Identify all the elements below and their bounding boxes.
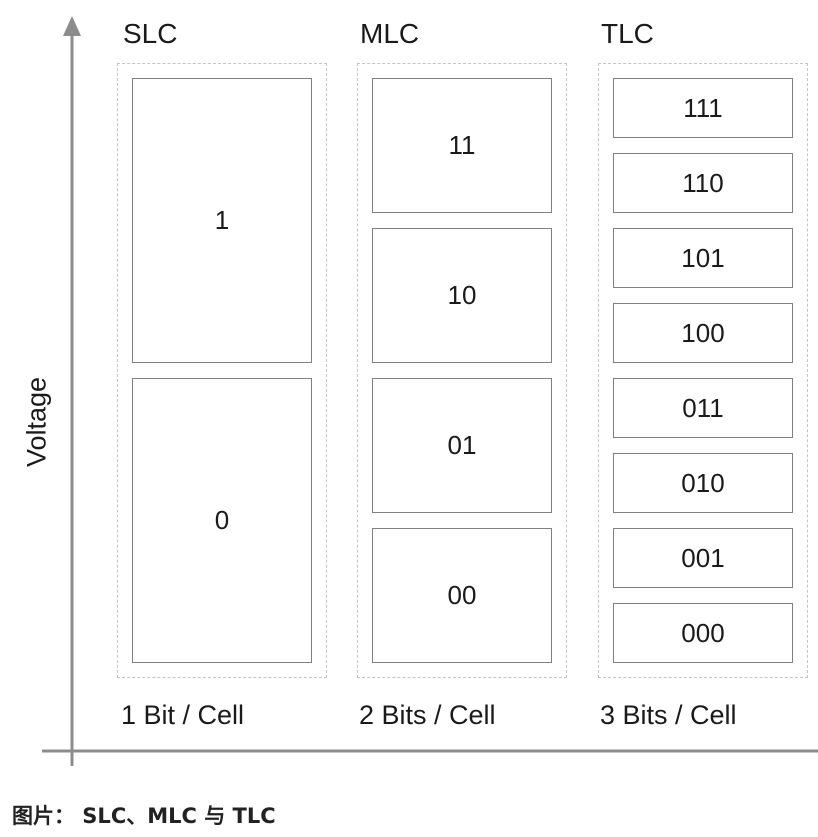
voltage-level: 111: [613, 78, 793, 138]
column-footer: 2 Bits / Cell: [359, 700, 496, 730]
cell-group: [598, 63, 808, 678]
voltage-level: 11: [372, 78, 552, 213]
column-footer: 1 Bit / Cell: [121, 700, 245, 730]
cell-group: [117, 63, 327, 678]
voltage-level: 001: [613, 528, 793, 588]
voltage-level: 010: [613, 453, 793, 513]
voltage-level: 10: [372, 228, 552, 363]
voltage-level: 011: [613, 378, 793, 438]
column-title: MLC: [360, 18, 420, 49]
y-axis-arrow-icon: [63, 16, 81, 36]
column-footer: 3 Bits / Cell: [600, 700, 737, 730]
y-axis-label: Voltage: [21, 376, 52, 468]
voltage-level: 101: [613, 228, 793, 288]
column-title: SLC: [123, 18, 178, 49]
voltage-level: 01: [372, 378, 552, 513]
voltage-level: 000: [613, 603, 793, 663]
cell-group: [357, 63, 567, 678]
column-title: TLC: [601, 18, 654, 49]
voltage-level: 1: [132, 78, 312, 363]
voltage-level: 00: [372, 528, 552, 663]
voltage-level: 100: [613, 303, 793, 363]
voltage-level: 0: [132, 378, 312, 663]
voltage-level: 110: [613, 153, 793, 213]
figure-caption: 图片： SLC、MLC 与 TLC: [12, 804, 276, 828]
